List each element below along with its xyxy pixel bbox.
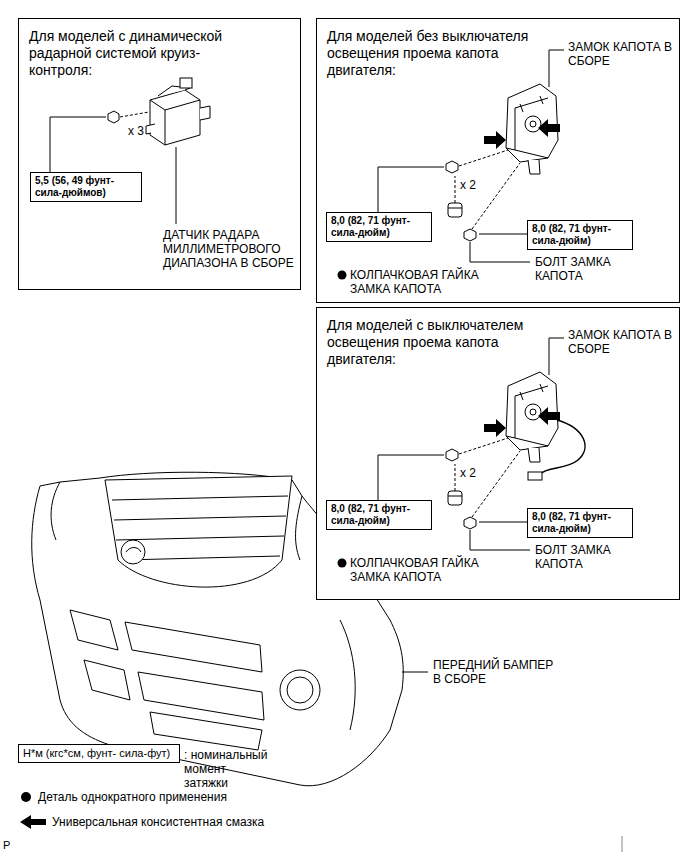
part-name: ЗАМОК КАПОТА В СБОРЕ — [568, 40, 676, 68]
page-letter: P — [3, 838, 10, 852]
torque-box: 8,0 (82, 71 фунт- сила-дюйм) — [326, 212, 432, 242]
quantity-label: x 2 — [460, 466, 476, 480]
quantity-label: x 3 — [128, 124, 144, 138]
quantity-label: x 2 — [460, 178, 476, 192]
torque-box: 8,0 (82, 71 фунт- сила-дюйм) — [326, 500, 432, 530]
part-name: ПЕРЕДНИЙ БАМПЕР В СБОРЕ — [433, 658, 563, 686]
part-name: БОЛТ ЗАМКА КАПОТА — [535, 543, 639, 571]
switch-wire — [528, 420, 585, 480]
part-name: КОЛПАЧКОВАЯ ГАЙКА ЗАМКА КАПОТА — [350, 556, 500, 584]
panel-heading: Для моделей с динамической радарной сист… — [29, 28, 244, 79]
torque-value: 8,0 (82, 71 фунт- сила-дюйм) — [532, 511, 628, 535]
legend-text: : номинальный момент затяжки — [184, 748, 268, 790]
torque-value: 8,0 (82, 71 фунт- сила-дюйм) — [532, 223, 628, 247]
part-name: БОЛТ ЗАМКА КАПОТА — [535, 255, 639, 283]
torque-box: 8,0 (82, 71 фунт- сила-дюйм) — [527, 220, 633, 250]
part-name: КОЛПАЧКОВАЯ ГАЙКА ЗАМКА КАПОТА — [350, 268, 500, 296]
torque-value: 8,0 (82, 71 фунт- сила-дюйм) — [331, 215, 427, 239]
panel-heading: Для моделей без выключателя освещения пр… — [327, 28, 555, 79]
grease-symbol — [20, 815, 46, 829]
legend-text: Универсальная консистентная смазка — [52, 815, 264, 829]
model-variant-panel: Для моделей без выключателя освещения пр… — [316, 18, 680, 303]
panel-heading: Для моделей с выключателем освещения про… — [327, 317, 555, 368]
legend-text: Деталь однократного применения — [38, 790, 227, 804]
legend-torque-box: Н*м (кгс*см, фунт- сила-фут) — [18, 744, 180, 763]
torque-box: 5,5 (56, 49 фунт- сила-дюймов) — [30, 172, 142, 202]
torque-value: 5,5 (56, 49 фунт- сила-дюймов) — [35, 175, 137, 199]
torque-value: 8,0 (82, 71 фунт- сила-дюйм) — [331, 503, 427, 527]
part-name: ЗАМОК КАПОТА В СБОРЕ — [568, 328, 676, 356]
part-name: ДАТЧИК РАДАРА МИЛЛИМЕТРОВОГО ДИАПАЗОНА В… — [163, 228, 297, 270]
torque-box: 8,0 (82, 71 фунт- сила-дюйм) — [527, 508, 633, 538]
page-mark — [622, 836, 623, 852]
radar-sensor-drawing — [50, 78, 210, 224]
torque-value: Н*м (кгс*см, фунт- сила-фут) — [23, 747, 175, 760]
single-use-symbol — [21, 792, 31, 802]
bumper-drawing — [32, 472, 428, 786]
